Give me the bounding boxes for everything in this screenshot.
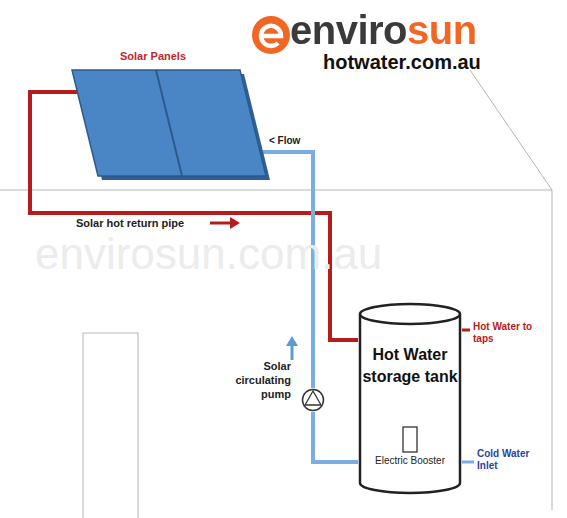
pipe-connector	[313, 412, 358, 462]
pump-circle: Solar circulating pump	[301, 388, 325, 412]
panel-group: Solar Panels	[64, 50, 273, 182]
booster-label: Electric Booster	[362, 455, 458, 468]
flow-arrow	[286, 336, 298, 360]
pipe-label: Solar hot return pipe	[75, 217, 185, 230]
storage-tank: Hot Water storage tankElectric Booster	[358, 300, 462, 495]
flow-label: < Flow	[269, 135, 300, 147]
inlet-label: Cold Water Inlet	[477, 448, 543, 472]
hot-tap-pipe	[462, 329, 470, 332]
flow-arrow	[210, 217, 240, 229]
house-outline	[0, 70, 552, 518]
logo-url: hotwater.com.au	[323, 50, 481, 74]
pipe-connector	[30, 92, 358, 340]
cold-inlet-pipe	[462, 461, 474, 464]
logo-icon	[252, 16, 290, 54]
tank-title: Hot Water storage tank	[362, 344, 458, 387]
panel-heading: Solar Panels	[120, 50, 186, 63]
solar-panels	[72, 70, 270, 180]
logo-wordmark: envirosun	[290, 6, 477, 54]
outlet-label: Hot Water to taps	[473, 321, 539, 345]
pump-symbol	[301, 388, 325, 412]
pump-label: Solar circulating pump	[227, 360, 291, 401]
watermark: envirosun.com.au	[35, 228, 382, 281]
